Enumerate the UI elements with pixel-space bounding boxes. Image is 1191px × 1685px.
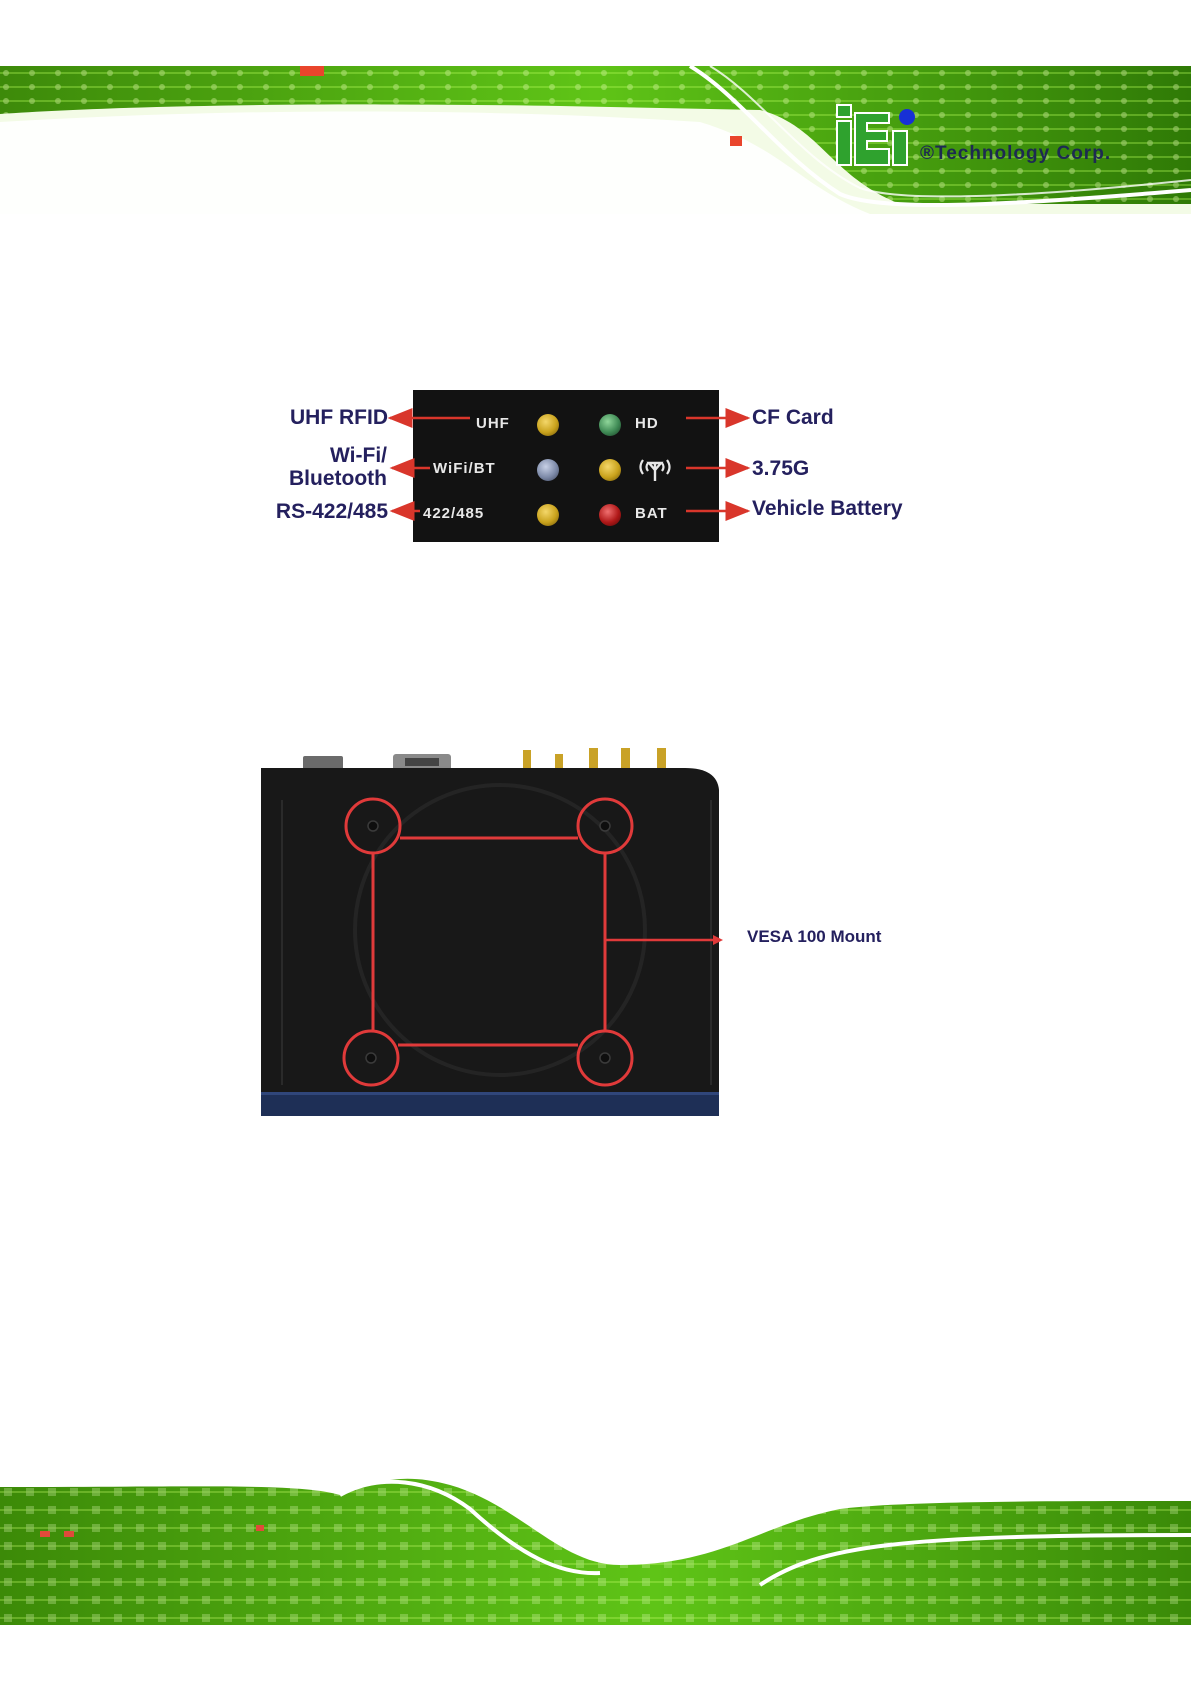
label-3-75g: 3.75G [752,457,809,481]
label-rs422-485: RS-422/485 [276,500,388,524]
label-vesa-100-mount: VESA 100 Mount [747,927,881,947]
label-vehicle-battery: Vehicle Battery [752,497,903,521]
led-callout-arrows [0,0,1191,560]
footer-circuit-banner [0,1465,1191,1625]
label-uhf-rfid: UHF RFID [290,406,388,430]
device-bottom-view-figure [255,740,735,1120]
label-bluetooth: Bluetooth [289,467,387,491]
label-cf-card: CF Card [752,406,834,430]
label-wifi: Wi-Fi/ [330,444,387,468]
